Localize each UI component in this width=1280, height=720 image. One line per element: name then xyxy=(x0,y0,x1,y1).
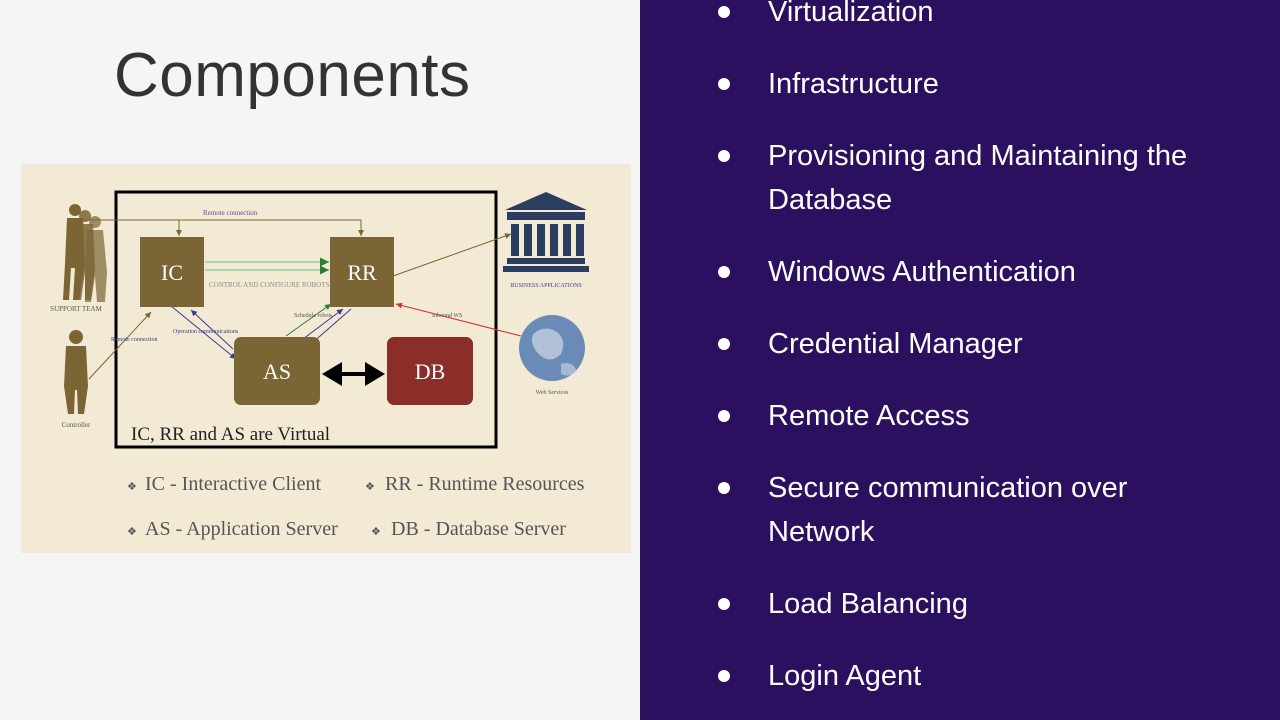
bullet-icon xyxy=(718,6,730,18)
bullet-icon xyxy=(718,338,730,350)
business-applications-icon xyxy=(503,192,589,272)
globe-icon xyxy=(519,315,585,381)
legend-db: DB - Database Server xyxy=(391,518,566,540)
legend-bullet-icon: ❖ xyxy=(127,481,137,493)
business-applications-label: BUSINESS APPLICATIONS xyxy=(510,283,582,289)
list-item: Virtualization xyxy=(718,0,1238,34)
list-item: Credential Manager xyxy=(718,322,1238,366)
virtual-caption: IC, RR and AS are Virtual xyxy=(131,424,330,445)
legend-bullet-icon: ❖ xyxy=(127,526,137,538)
legend-bullet-icon: ❖ xyxy=(365,481,375,493)
label-remote-top: Remote connection xyxy=(203,209,258,217)
bullet-icon xyxy=(718,410,730,422)
diagram-svg: Remote connection CONTROL AND CONFIGURE … xyxy=(50,190,589,540)
virtual-boundary xyxy=(114,190,498,449)
label-inbound: Inbound WS xyxy=(432,313,462,319)
bullet-icon xyxy=(718,150,730,162)
bullet-icon xyxy=(718,266,730,278)
controller-icon xyxy=(64,330,88,414)
web-services-label: Web Services xyxy=(536,390,569,396)
label-control: CONTROL AND CONFIGURE ROBOTS xyxy=(209,281,330,289)
legend-rr: RR - Runtime Resources xyxy=(385,473,585,495)
legend-bullet-icon: ❖ xyxy=(371,526,381,538)
list-item: Provisioning and Maintaining the Databas… xyxy=(718,134,1238,222)
db-box xyxy=(387,337,473,405)
as-box-label: AS xyxy=(263,359,291,384)
ic-box xyxy=(140,237,204,307)
left-panel: Components xyxy=(21,41,631,553)
list-item: Windows Authentication xyxy=(718,250,1238,294)
list-item: Secure communication over Network xyxy=(718,466,1238,554)
controller-label: Controller xyxy=(62,421,91,429)
rr-box-label: RR xyxy=(347,260,377,285)
db-box-label: DB xyxy=(415,359,446,384)
bullet-icon xyxy=(718,482,730,494)
slide-title: Components xyxy=(114,41,471,110)
support-team-label: SUPPORT TEAM xyxy=(50,305,102,313)
legend-as: AS - Application Server xyxy=(145,518,338,540)
architecture-diagram: Remote connection CONTROL AND CONFIGURE … xyxy=(21,164,631,553)
ic-box-label: IC xyxy=(161,260,183,285)
right-panel: Virtualization Infrastructure Provisioni… xyxy=(640,0,1280,720)
list-item: Login Agent xyxy=(718,654,1238,698)
list-item: Infrastructure xyxy=(718,62,1238,106)
legend-ic: IC - Interactive Client xyxy=(145,473,321,495)
bullet-icon xyxy=(718,670,730,682)
support-team-icon xyxy=(63,204,107,302)
label-operation: Operation communications xyxy=(173,329,239,335)
label-remote-left: Remote connection xyxy=(111,337,158,343)
bullet-icon xyxy=(718,598,730,610)
label-schedule: Schedule robots xyxy=(294,313,333,319)
rr-box xyxy=(330,237,394,307)
as-box xyxy=(234,337,320,405)
list-item: Remote Access xyxy=(718,394,1238,438)
list-item: Load Balancing xyxy=(718,582,1238,626)
bullet-icon xyxy=(718,78,730,90)
